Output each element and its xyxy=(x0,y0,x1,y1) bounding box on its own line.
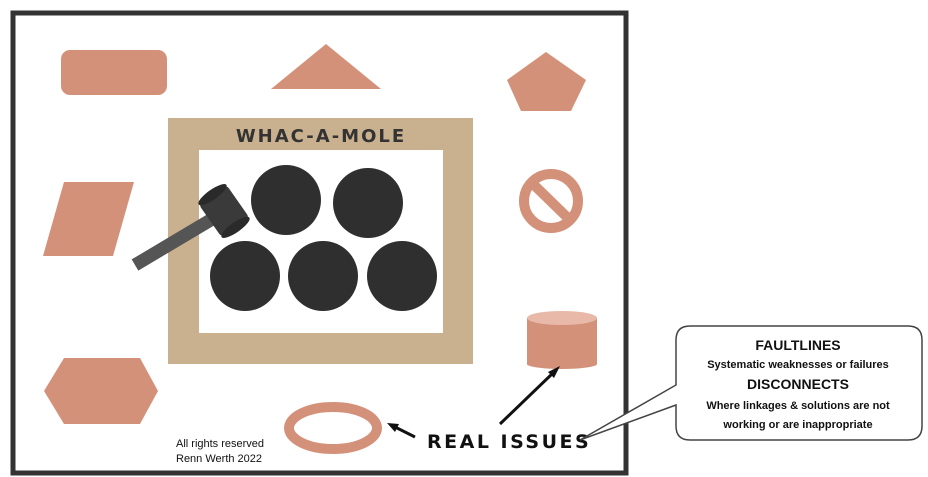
arrows xyxy=(387,366,560,439)
callout-heading-disconnects: DISCONNECTS xyxy=(747,376,849,392)
callout-text-disconnects-2: working or are inappropriate xyxy=(722,419,872,431)
game-board xyxy=(168,118,473,364)
triangle-shape xyxy=(271,44,381,89)
callout-bubble xyxy=(579,325,923,441)
game-title: WHAC-A-MOLE xyxy=(236,126,406,147)
mole xyxy=(367,241,437,311)
mole xyxy=(288,241,358,311)
no-symbol-icon xyxy=(519,169,583,233)
mole xyxy=(210,241,280,311)
cylinder-shape xyxy=(527,311,597,369)
hammer-icon xyxy=(131,184,250,271)
callout-text-faultlines: Systematic weaknesses or failures xyxy=(707,359,889,371)
callout-text-disconnects-1: Where linkages & solutions are not xyxy=(706,400,890,412)
copyright-line-2: Renn Werth 2022 xyxy=(176,453,262,465)
parallelogram-shape xyxy=(43,182,134,256)
ring-shape xyxy=(284,402,382,454)
mole xyxy=(333,168,403,238)
pentagon-shape xyxy=(507,52,586,111)
mole xyxy=(251,165,321,235)
copyright-line-1: All rights reserved xyxy=(176,438,264,450)
hexagon-shape xyxy=(44,358,158,424)
callout-heading-faultlines: FAULTLINES xyxy=(755,337,840,353)
real-issues-label: REAL ISSUES xyxy=(427,431,591,453)
rounded-rectangle-shape xyxy=(61,50,167,95)
moles xyxy=(210,165,437,311)
